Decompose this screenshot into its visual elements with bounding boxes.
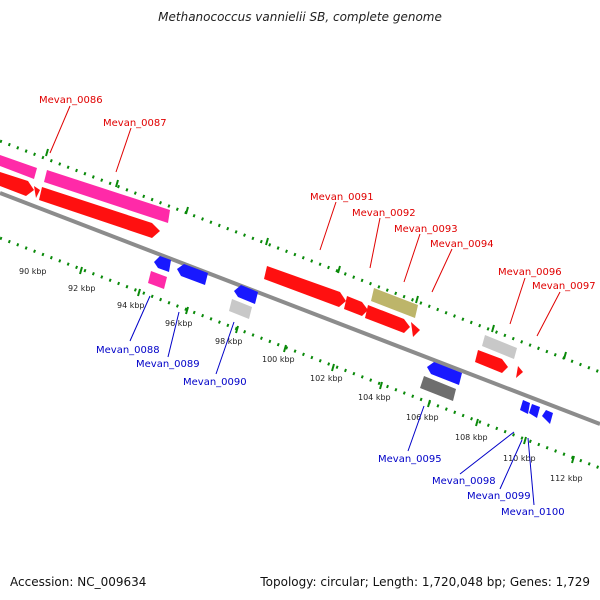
feature-mevan-0090[interactable] (229, 299, 252, 319)
gene-label-mevan-0087[interactable]: Mevan_0087 (103, 118, 167, 129)
feature-mevan-0097[interactable] (516, 366, 523, 378)
scale-label: 94 kbp (117, 301, 145, 310)
gene-label-mevan-0100[interactable]: Mevan_0100 (501, 507, 565, 518)
scale-label: 104 kbp (358, 393, 391, 402)
feature-red-small-1[interactable] (411, 322, 420, 337)
reverse-leaders (129, 295, 535, 506)
gene-label-mevan-0086[interactable]: Mevan_0086 (39, 95, 103, 106)
scale-label: 100 kbp (262, 355, 295, 364)
scale-label: 98 kbp (215, 337, 243, 346)
gene-label-mevan-0088[interactable]: Mevan_0088 (96, 345, 160, 356)
scale-label: 112 kbp (550, 474, 583, 483)
gene-label-mevan-0091[interactable]: Mevan_0091 (310, 192, 374, 203)
gene-label-mevan-0089[interactable]: Mevan_0089 (136, 359, 200, 370)
feature-blue-1[interactable] (154, 256, 171, 272)
map-title: Methanococcus vannielii SB, complete gen… (158, 10, 442, 24)
feature-red-2[interactable] (34, 186, 40, 198)
gene-label-mevan-0092[interactable]: Mevan_0092 (352, 208, 416, 219)
feature-red-3[interactable] (39, 187, 160, 238)
feature-mevan-0087[interactable] (44, 170, 170, 223)
outer-major-ticks (45, 148, 567, 360)
feature-mevan-0086[interactable] (0, 155, 37, 179)
gene-label-mevan-0097[interactable]: Mevan_0097 (532, 281, 596, 292)
gene-label-mevan-0095[interactable]: Mevan_0095 (378, 454, 442, 465)
feature-red-4[interactable] (475, 350, 508, 373)
feature-mevan-0099[interactable] (529, 404, 540, 418)
feature-mevan-0094[interactable] (365, 305, 410, 333)
gene-label-mevan-0099[interactable]: Mevan_0099 (467, 491, 531, 502)
feature-red-1[interactable] (0, 172, 34, 196)
gene-label-mevan-0098[interactable]: Mevan_0098 (432, 476, 496, 487)
feature-mevan-0096[interactable] (482, 335, 517, 359)
scale-label: 96 kbp (165, 319, 193, 328)
scale-track-outer (0, 139, 600, 374)
gene-label-mevan-0096[interactable]: Mevan_0096 (498, 267, 562, 278)
genome-backbone (0, 191, 600, 426)
feature-mevan-0095[interactable] (420, 376, 456, 401)
forward-leaders (49, 105, 561, 337)
scale-labels: 90 kbp 92 kbp 94 kbp 96 kbp 98 kbp 100 k… (19, 267, 583, 483)
feature-mevan-0098[interactable] (520, 400, 530, 414)
scale-label: 108 kbp (455, 433, 488, 442)
feature-blue-3[interactable] (427, 362, 462, 385)
scale-label: 90 kbp (19, 267, 47, 276)
scale-label: 102 kbp (310, 374, 343, 383)
feature-mevan-0100[interactable] (542, 410, 553, 424)
feature-blue-2[interactable] (234, 285, 258, 304)
scale-label: 92 kbp (68, 284, 96, 293)
genome-summary-text: Topology: circular; Length: 1,720,048 bp… (260, 575, 590, 589)
gene-label-mevan-0090[interactable]: Mevan_0090 (183, 377, 247, 388)
scale-label: 110 kbp (503, 454, 536, 463)
accession-text: Accession: NC_009634 (10, 575, 147, 589)
inner-major-ticks (79, 266, 575, 464)
gene-label-mevan-0094[interactable]: Mevan_0094 (430, 239, 494, 250)
feature-mevan-0092[interactable] (344, 296, 368, 316)
feature-mevan-0089[interactable] (177, 264, 208, 285)
gene-label-mevan-0093[interactable]: Mevan_0093 (394, 224, 458, 235)
scale-label: 106 kbp (406, 413, 439, 422)
feature-mevan-0093[interactable] (371, 288, 418, 318)
feature-mevan-0091[interactable] (264, 266, 346, 307)
feature-mevan-0088[interactable] (148, 271, 167, 289)
